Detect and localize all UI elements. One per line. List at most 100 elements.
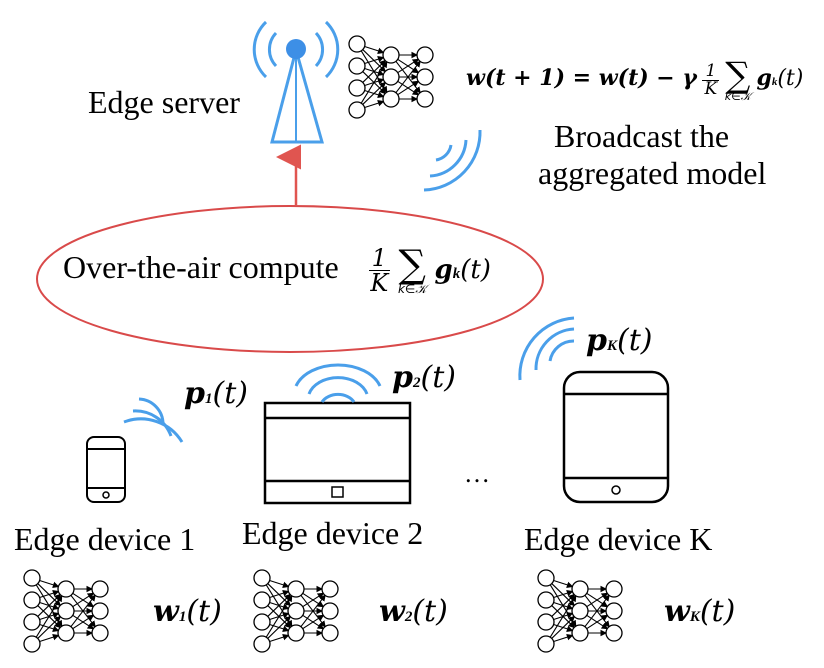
nn-node bbox=[382, 90, 400, 108]
nn-edge bbox=[39, 590, 60, 599]
aircomp-text: Over-the-air compute bbox=[63, 248, 339, 285]
nn-node bbox=[287, 602, 305, 620]
nn-node bbox=[348, 79, 366, 97]
nn-edge bbox=[269, 634, 290, 643]
nn-edge bbox=[549, 594, 577, 638]
nn-edge bbox=[39, 579, 60, 588]
nn-edge bbox=[70, 594, 96, 628]
neural-network-icon bbox=[537, 569, 623, 653]
nn-node bbox=[321, 580, 339, 598]
nn-edge bbox=[267, 615, 292, 639]
nn-node bbox=[253, 569, 271, 587]
nn-node bbox=[57, 580, 75, 598]
nn-node bbox=[537, 613, 555, 631]
nn-node bbox=[91, 602, 109, 620]
edge-server-label: Edge server bbox=[88, 84, 240, 120]
nn-edge bbox=[584, 594, 610, 628]
device-2-name: Edge device 2 bbox=[242, 515, 424, 551]
nn-node bbox=[57, 602, 75, 620]
nn-node bbox=[382, 46, 400, 64]
aircomp-ellipse bbox=[36, 205, 544, 353]
device-k-name: Edge device K bbox=[524, 521, 713, 557]
nn-edge bbox=[553, 590, 574, 599]
nn-edge bbox=[364, 45, 385, 54]
nn-edge bbox=[395, 60, 421, 94]
nn-node bbox=[321, 602, 339, 620]
nn-edge bbox=[39, 634, 60, 643]
nn-edge bbox=[397, 80, 420, 96]
nn-edge bbox=[553, 634, 574, 643]
nn-node bbox=[605, 624, 623, 642]
nn-node bbox=[571, 624, 589, 642]
device-k-power-label: pK(t) bbox=[586, 323, 653, 358]
neural-network-icon bbox=[253, 569, 339, 653]
device-2-power-label: p2(t) bbox=[392, 360, 456, 395]
device-1-name: Edge device 1 bbox=[14, 521, 196, 557]
nn-node bbox=[253, 591, 271, 609]
nn-node bbox=[537, 569, 555, 587]
nn-edge bbox=[35, 594, 63, 638]
nn-node bbox=[253, 613, 271, 631]
neural-network-icon bbox=[348, 35, 434, 119]
nn-node bbox=[23, 635, 41, 653]
ellipsis: … bbox=[464, 459, 490, 488]
nn-edge bbox=[364, 100, 385, 109]
nn-node bbox=[253, 635, 271, 653]
broadcast-label-line1: Broadcast the bbox=[554, 118, 730, 154]
wave-icon bbox=[123, 397, 184, 443]
nn-edge bbox=[586, 614, 609, 630]
nn-node bbox=[91, 580, 109, 598]
nn-edge bbox=[553, 579, 574, 588]
nn-edge bbox=[360, 60, 388, 104]
nn-edge bbox=[269, 590, 290, 599]
nn-node bbox=[382, 68, 400, 86]
nn-edge bbox=[72, 614, 95, 630]
nn-edge bbox=[551, 593, 576, 617]
device-1-power-label: p1(t) bbox=[184, 376, 248, 411]
nn-edge bbox=[551, 615, 576, 639]
wave-icon bbox=[518, 316, 575, 381]
broadcast-wave-icon bbox=[423, 129, 482, 192]
device-1-model-label: w1(t) bbox=[153, 594, 222, 629]
nn-node bbox=[605, 580, 623, 598]
nn-edge bbox=[362, 59, 387, 83]
nn-node bbox=[416, 90, 434, 108]
nn-node bbox=[571, 602, 589, 620]
nn-edge bbox=[364, 56, 385, 65]
nn-node bbox=[571, 580, 589, 598]
nn-node bbox=[287, 624, 305, 642]
nn-edge bbox=[362, 81, 387, 105]
nn-node bbox=[537, 635, 555, 653]
nn-node bbox=[537, 591, 555, 609]
wave-icon bbox=[294, 363, 382, 403]
nn-edge bbox=[300, 594, 326, 628]
nn-node bbox=[321, 624, 339, 642]
nn-edge bbox=[269, 579, 290, 588]
nn-node bbox=[23, 569, 41, 587]
nn-node bbox=[605, 602, 623, 620]
device-2-model-label: w2(t) bbox=[379, 594, 448, 629]
tablet-icon bbox=[562, 370, 670, 504]
nn-node bbox=[348, 101, 366, 119]
antenna-icon bbox=[252, 20, 340, 144]
device-k-model-label: wK(t) bbox=[664, 594, 736, 629]
nn-edge bbox=[265, 594, 293, 638]
nn-edge bbox=[37, 615, 62, 639]
nn-node bbox=[57, 624, 75, 642]
nn-node bbox=[348, 57, 366, 75]
laptop-icon bbox=[263, 401, 412, 505]
nn-node bbox=[287, 580, 305, 598]
neural-network-icon bbox=[23, 569, 109, 653]
nn-node bbox=[91, 624, 109, 642]
nn-node bbox=[23, 591, 41, 609]
nn-node bbox=[348, 35, 366, 53]
nn-edge bbox=[302, 614, 325, 630]
nn-edge bbox=[267, 593, 292, 617]
nn-node bbox=[23, 613, 41, 631]
nn-node bbox=[416, 68, 434, 86]
broadcast-label-line2: aggregated model bbox=[538, 155, 767, 191]
